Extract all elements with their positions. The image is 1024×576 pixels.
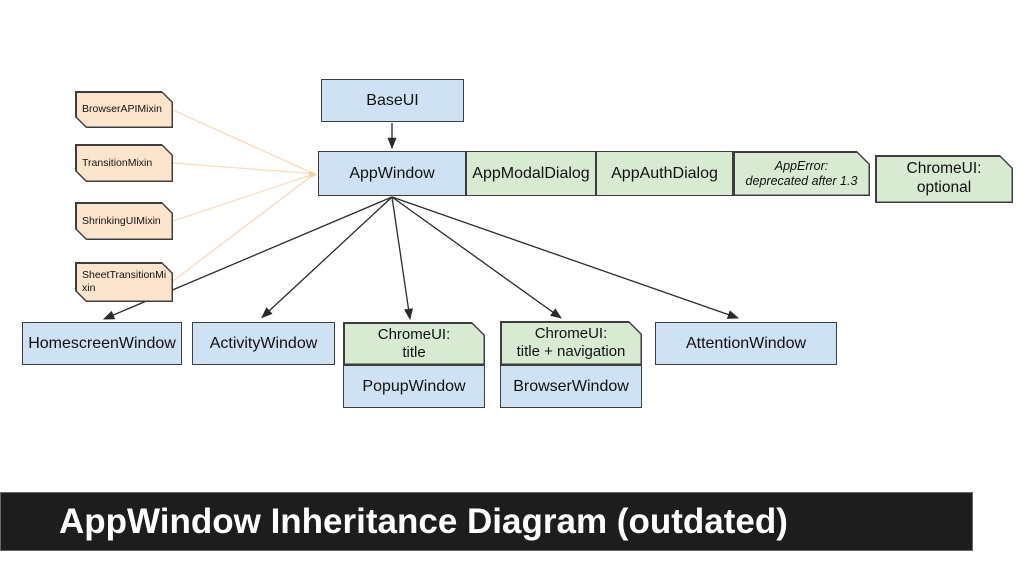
node-appauthdialog-label: AppAuthDialog: [611, 164, 718, 182]
node-appmodaldialog-label: AppModalDialog: [472, 164, 590, 182]
node-attentionwindow: AttentionWindow: [655, 322, 837, 365]
slide-title: AppWindow Inheritance Diagram (outdated): [59, 501, 788, 541]
node-browserwindow-label: BrowserWindow: [513, 377, 629, 395]
node-homescreenwindow: HomescreenWindow: [22, 322, 182, 365]
node-activitywindow: ActivityWindow: [192, 322, 335, 365]
node-browserapimixin-label: BrowserAPIMixin: [82, 103, 162, 116]
note-shape-fill: [877, 157, 1012, 202]
node-popupwindow: PopupWindow: [343, 365, 485, 408]
node-chromeui-title-navigation: ChromeUI: title + navigation: [500, 321, 642, 365]
node-baseui-label: BaseUI: [366, 91, 419, 109]
mixin-link-lines: [172, 109, 312, 282]
node-homescreenwindow-label: HomescreenWindow: [28, 334, 176, 352]
node-transitionmixin: TransitionMixin: [75, 144, 173, 182]
note-shape-fill: [77, 93, 172, 127]
node-appwindow-label: AppWindow: [349, 164, 435, 182]
node-popupwindow-label: PopupWindow: [362, 377, 466, 395]
node-chromeui-title-navigation-label: ChromeUI: title + navigation: [516, 325, 626, 360]
mixin-link-arrowhead: [309, 170, 318, 179]
node-chromeui-title-label: ChromeUI: title: [377, 325, 451, 361]
node-chromeui-optional-label: ChromeUI: optional: [906, 160, 982, 196]
node-chromeui-optional: ChromeUI: optional: [875, 155, 1013, 203]
node-transitionmixin-label: TransitionMixin: [82, 156, 153, 169]
node-shrinkinguimixin-label: ShrinkingUIMixin: [82, 214, 161, 227]
slide-title-bar: AppWindow Inheritance Diagram (outdated): [0, 492, 973, 551]
node-sheettransitionmixin: SheetTransitionMixin: [75, 262, 173, 302]
node-browserapimixin: BrowserAPIMixin: [75, 91, 173, 128]
node-apperror-label: AppError: deprecated after 1.3: [745, 158, 858, 188]
node-sheettransitionmixin-label: SheetTransitionMixin: [82, 269, 167, 294]
note-shape-fill: [345, 324, 484, 364]
note-shape-fill: [735, 153, 869, 195]
node-baseui: BaseUI: [321, 79, 464, 122]
note-shape-fill: [77, 264, 172, 301]
node-shrinkinguimixin: ShrinkingUIMixin: [75, 202, 173, 240]
node-browserwindow: BrowserWindow: [500, 365, 642, 408]
inheritance-arrows: [102, 123, 740, 321]
node-chromeui-title: ChromeUI: title: [343, 322, 485, 365]
node-appwindow: AppWindow: [318, 151, 466, 196]
node-attentionwindow-label: AttentionWindow: [685, 334, 807, 352]
note-shape-fill: [77, 146, 172, 181]
node-apperror: AppError: deprecated after 1.3: [733, 151, 870, 196]
node-activitywindow-label: ActivityWindow: [209, 334, 318, 352]
note-shape-fill: [77, 204, 172, 239]
node-appmodaldialog: AppModalDialog: [466, 151, 596, 196]
note-shape-fill: [502, 323, 641, 364]
node-appauthdialog: AppAuthDialog: [596, 151, 733, 196]
